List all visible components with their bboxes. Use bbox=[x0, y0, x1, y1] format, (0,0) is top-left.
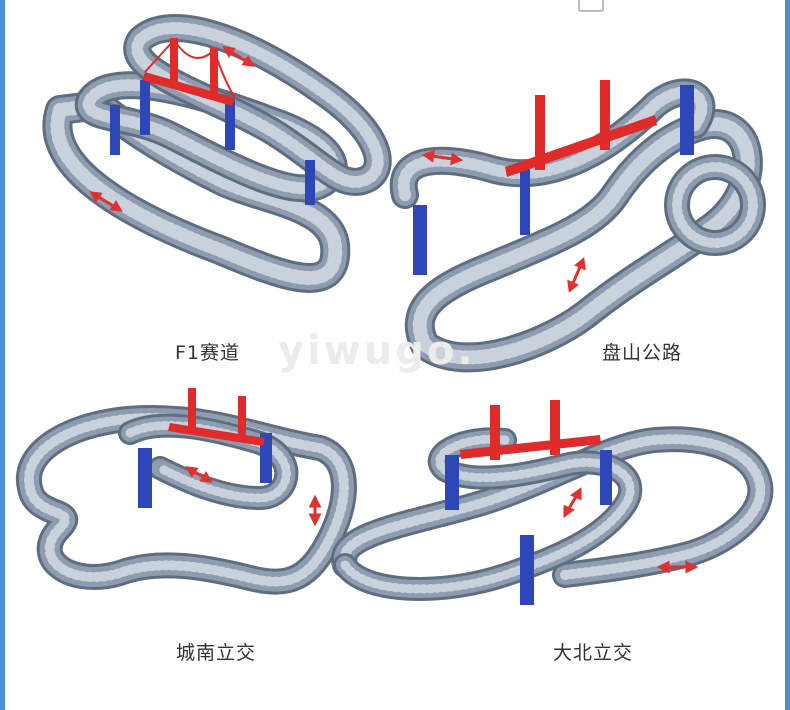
track-set-panel-chengnan bbox=[10, 378, 360, 608]
track-illustration-mountain-road bbox=[389, 78, 766, 373]
caption-f1: F1赛道 bbox=[175, 342, 241, 364]
track-illustration-chengnan bbox=[15, 388, 357, 595]
track-set-panel-f1 bbox=[20, 10, 400, 320]
caption-dabei: 大北立交 bbox=[553, 642, 634, 664]
top-corner-mark bbox=[578, 0, 604, 12]
track-set-panel-dabei bbox=[325, 395, 780, 620]
track-illustration-dabei bbox=[331, 400, 774, 605]
track-set-panel-mountain-road bbox=[385, 75, 775, 375]
watermark-text: yiwugo. bbox=[278, 328, 476, 374]
caption-mountain-road: 盘山公路 bbox=[602, 342, 683, 364]
caption-chengnan: 城南立交 bbox=[176, 642, 257, 664]
track-illustration-f1 bbox=[42, 14, 392, 293]
